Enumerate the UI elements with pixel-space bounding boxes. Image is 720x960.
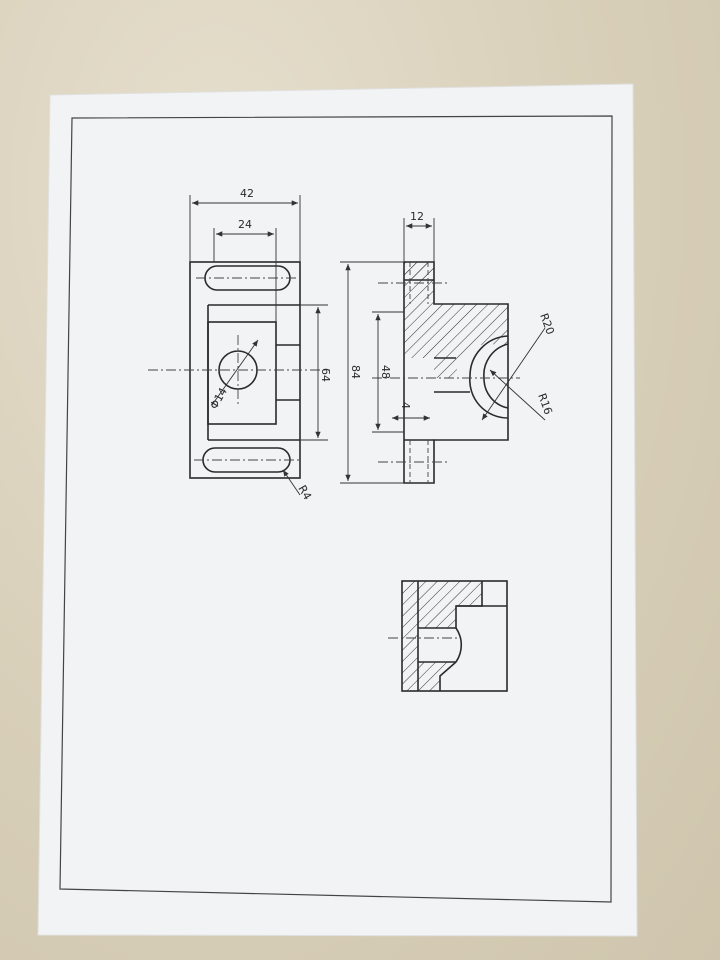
dim-step-depth: 4: [399, 402, 412, 409]
side-section-view: [372, 261, 520, 484]
paper-sheet: [37, 83, 638, 937]
dim-inner-height: 64: [319, 368, 332, 382]
side-outline: [403, 261, 509, 484]
border-frame: [59, 115, 613, 903]
dim-slot-radius: R4: [295, 483, 314, 502]
dim-bore-height: 48: [379, 365, 392, 379]
section-hatch-upper: [404, 262, 508, 378]
dim-inner-width: 24: [238, 218, 252, 231]
arc-outer-r20: [469, 335, 509, 419]
section-detail-view: [388, 580, 508, 692]
dim-overall-width: 42: [240, 187, 254, 200]
dim-overall-height: 84: [349, 365, 362, 379]
dim-flange-thickness: 12: [410, 210, 424, 223]
detail-outline: [401, 580, 508, 692]
